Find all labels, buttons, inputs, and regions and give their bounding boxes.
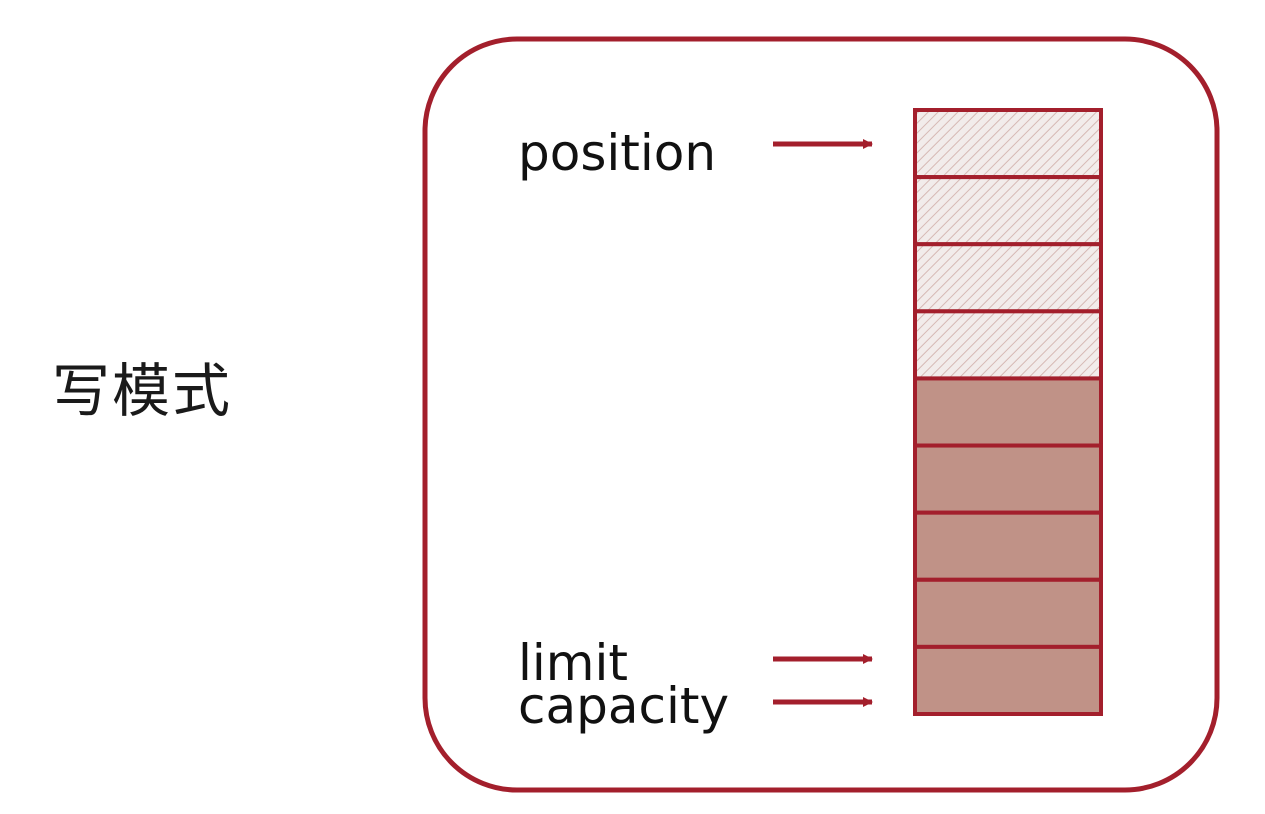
position-label: position xyxy=(518,124,716,182)
buffer-cell-written xyxy=(913,309,1103,381)
capacity-label: capacity xyxy=(518,677,729,735)
outer-frame xyxy=(422,36,1220,793)
buffer-cell-empty xyxy=(913,577,1103,649)
buffer-cell-empty xyxy=(913,376,1103,448)
limit-label: limit xyxy=(518,634,628,692)
buffer-cell-written xyxy=(913,242,1103,314)
buffer-cells xyxy=(913,108,1103,717)
buffer-cell-written xyxy=(913,108,1103,180)
buffer-cell-empty xyxy=(913,510,1103,582)
mode-label: 写模式 xyxy=(52,357,233,425)
buffer-cell-empty xyxy=(913,443,1103,515)
buffer-cell-empty xyxy=(913,644,1103,717)
buffer-cell-written xyxy=(913,175,1103,247)
